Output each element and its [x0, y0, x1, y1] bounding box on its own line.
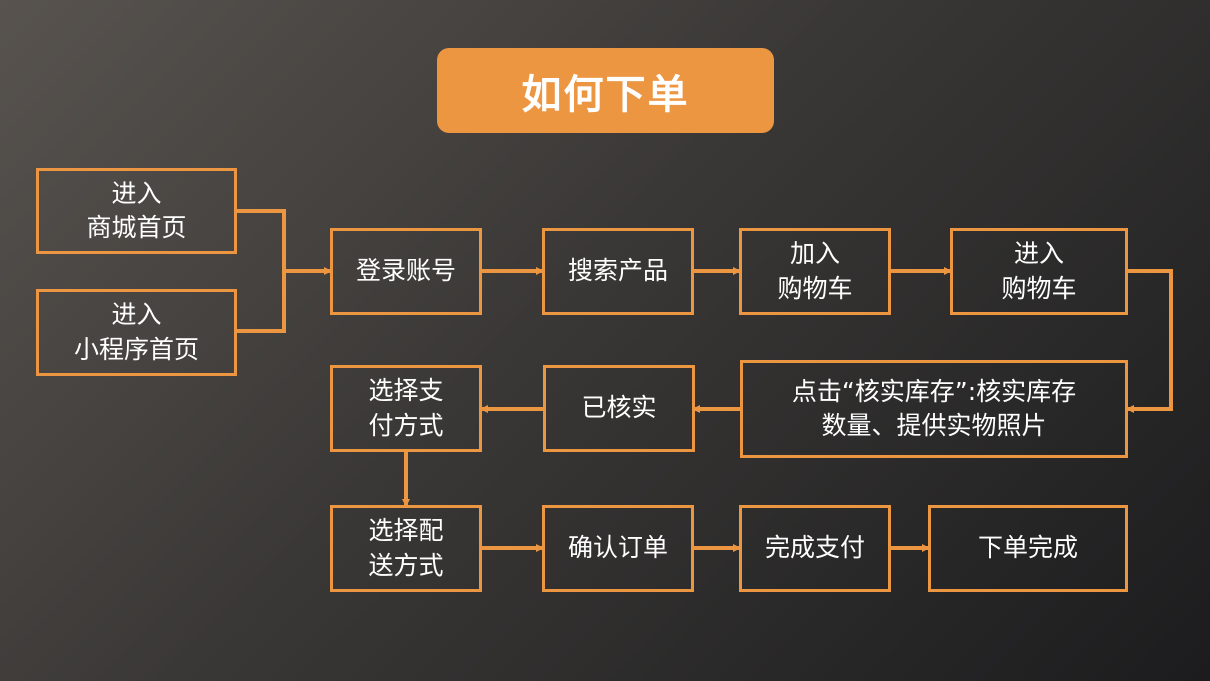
node-line: 商城首页 — [86, 213, 187, 242]
node-order-complete: 下单完成 — [928, 505, 1128, 592]
node-line: 小程序首页 — [73, 334, 199, 364]
node-line: 购物车 — [777, 273, 853, 303]
node-line: 完成支付 — [764, 533, 865, 563]
node-verify-stock: 点击“核实库存”:核实库存 数量、提供实物照片 — [740, 360, 1128, 458]
node-line: 进入 — [111, 300, 162, 329]
node-enter-cart: 进入 购物车 — [950, 228, 1128, 315]
arrow-enter-cart-to-verify — [1126, 269, 1173, 413]
node-line: 送方式 — [368, 550, 444, 580]
node-login: 登录账号 — [330, 228, 482, 315]
node-line: 选择支 — [368, 376, 444, 405]
node-line: 登录账号 — [355, 256, 456, 286]
diagram-title: 如何下单 — [437, 48, 774, 133]
node-line: 进入 — [111, 178, 162, 208]
node-line: 搜索产品 — [567, 256, 668, 286]
node-line: 已核实 — [581, 393, 657, 423]
node-complete-payment: 完成支付 — [739, 505, 891, 592]
node-choose-payment-method: 选择支 付方式 — [330, 365, 482, 452]
node-line: 确认订单 — [567, 533, 668, 563]
connector-miniprogram-merge — [236, 271, 286, 333]
node-line: 数量、提供实物照片 — [821, 411, 1047, 440]
node-enter-mall-home: 进入 商城首页 — [36, 168, 237, 254]
node-line: 点击“核实库存”:核实库存 — [791, 376, 1077, 406]
connector-mall-merge — [236, 209, 286, 271]
node-line: 下单完成 — [977, 533, 1078, 563]
node-confirm-order: 确认订单 — [542, 505, 694, 592]
node-verified: 已核实 — [543, 365, 695, 452]
node-line: 购物车 — [1001, 273, 1077, 303]
node-add-to-cart: 加入 购物车 — [739, 228, 891, 315]
node-enter-miniprogram-home: 进入 小程序首页 — [36, 289, 237, 376]
node-line: 选择配 — [368, 516, 444, 545]
node-choose-delivery-method: 选择配 送方式 — [330, 505, 482, 592]
node-line: 加入 — [789, 239, 840, 268]
node-line: 付方式 — [368, 410, 444, 440]
node-search-product: 搜索产品 — [542, 228, 694, 315]
node-line: 进入 — [1013, 239, 1064, 268]
